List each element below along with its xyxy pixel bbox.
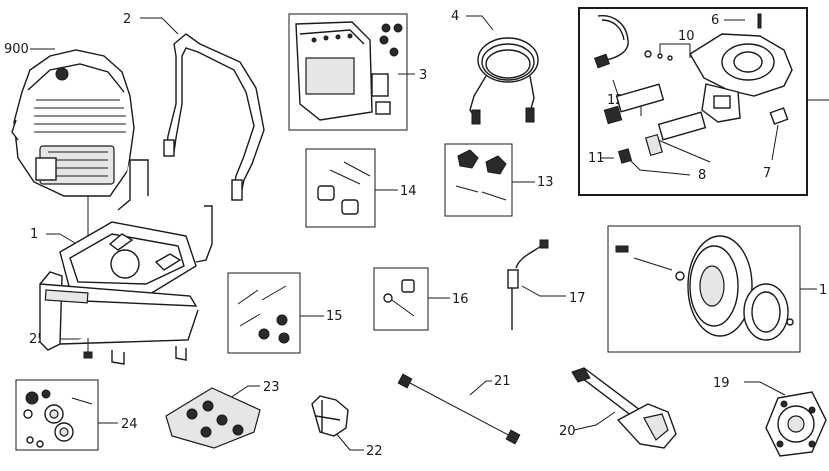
- label-pump-8: 8: [698, 168, 706, 183]
- pump-illustration: [594, 13, 793, 164]
- label-handle: 2: [123, 12, 131, 27]
- leader-lines: [30, 15, 817, 451]
- label-hose-reel: 19: [713, 376, 730, 391]
- label-bolt-kit: 14: [400, 184, 417, 199]
- hose-reel-illustration: [765, 391, 827, 457]
- label-pump-6: 6: [711, 13, 719, 28]
- control-panel-illustration: [295, 21, 403, 121]
- label-wheel-kit: 1: [819, 283, 827, 298]
- label-control-panel: 3: [419, 68, 427, 83]
- hardware-kit-box: [227, 272, 301, 354]
- control-panel-box: [288, 13, 408, 131]
- label-hose: 4: [451, 9, 459, 24]
- spark-wire-illustration: [507, 239, 549, 330]
- label-engine: 900: [4, 42, 29, 57]
- label-frame: 1: [30, 227, 38, 242]
- clamp-illustration: [383, 279, 415, 317]
- wheel-hardware-box: [15, 379, 99, 451]
- wheel-hardware-illustration: [23, 389, 93, 448]
- label-pump-7: 7: [763, 166, 771, 181]
- holder-bracket-illustration: [311, 395, 349, 437]
- spray-gun-illustration: [571, 367, 677, 449]
- knob-kit-box: [444, 143, 513, 217]
- label-pump-11: 11: [588, 151, 605, 166]
- handle-illustration: [163, 33, 265, 201]
- wheel-kit-illustration: [615, 235, 794, 341]
- label-knob-kit: 13: [537, 175, 554, 190]
- wand-illustration: [397, 373, 521, 445]
- label-holder-bracket: 22: [366, 444, 383, 459]
- wheel-kit-box: [607, 225, 801, 353]
- clamp-box: [373, 267, 429, 331]
- bolt-kit-illustration: [317, 161, 371, 215]
- label-clamp: 16: [452, 292, 469, 307]
- label-pump-10: 10: [678, 29, 695, 44]
- hardware-kit-illustration: [237, 285, 290, 344]
- label-wand: 21: [494, 374, 511, 389]
- label-wheel-hardware: 24: [121, 417, 138, 432]
- label-spark-wire: 17: [569, 291, 586, 306]
- bolt-kit-box: [305, 148, 376, 228]
- label-nozzle-holder: 23: [263, 380, 280, 395]
- pump-kit-box: [578, 7, 808, 196]
- knob-kit-illustration: [455, 149, 507, 201]
- screw-illustration: [83, 338, 93, 359]
- label-hardware-kit: 15: [326, 309, 343, 324]
- nozzle-holder-illustration: [165, 387, 261, 449]
- hose-illustration: [469, 37, 539, 125]
- engine-illustration: [11, 49, 135, 250]
- label-spray-gun: 20: [559, 424, 576, 439]
- frame-illustration: [39, 159, 213, 365]
